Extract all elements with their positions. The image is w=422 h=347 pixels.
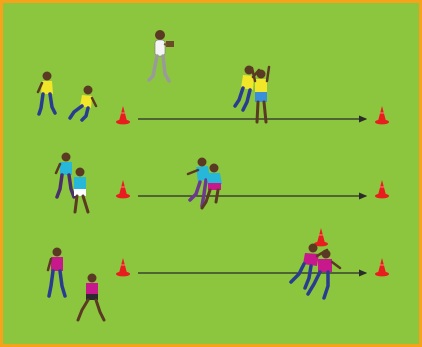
field-svg — [0, 0, 422, 347]
drill-diagram — [0, 0, 422, 347]
